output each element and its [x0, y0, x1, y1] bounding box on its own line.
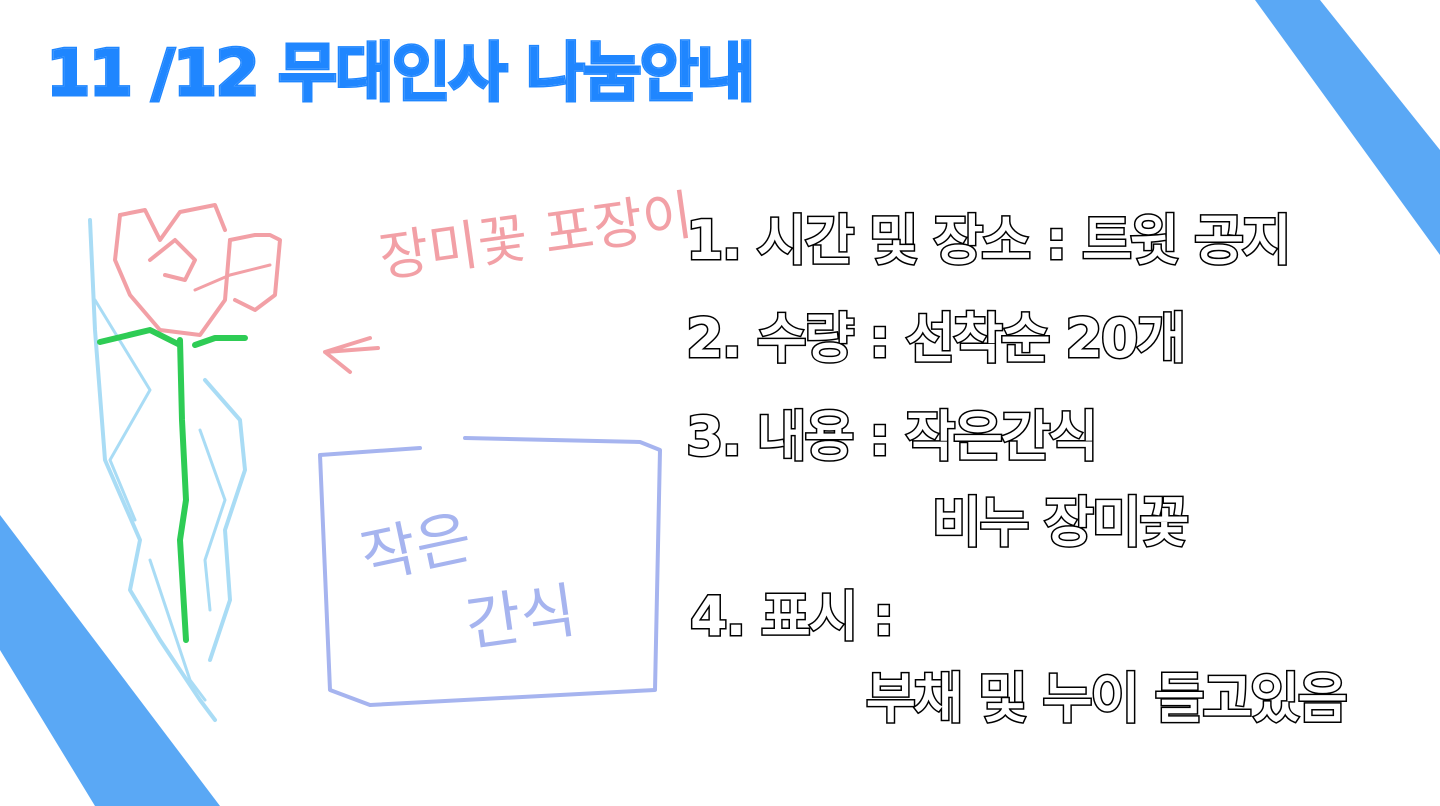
arrow-left-icon — [323, 336, 380, 374]
info-identifier: 4. 표시 : — [689, 585, 897, 648]
snack-label-line2: 간식 — [461, 575, 581, 661]
corner-band-top-right — [1255, 0, 1440, 255]
corner-band-bottom-left — [0, 515, 220, 806]
info-identifier-cont: 부채 및 누이 들고있음 — [865, 667, 1350, 730]
page-title: 11 /12 무대인사 나눔안내 — [44, 37, 756, 111]
info-time-place: 1. 시간 및 장소 : 트윗 공지 — [685, 209, 1294, 272]
rose-drawing — [88, 203, 282, 722]
info-quantity: 2. 수량 : 선착순 20개 — [684, 307, 1187, 370]
info-contents: 3. 내용 : 작은간식 — [684, 405, 1099, 468]
snack-box-drawing — [318, 436, 662, 707]
info-contents-cont: 비누 장미꽃 — [930, 491, 1190, 554]
